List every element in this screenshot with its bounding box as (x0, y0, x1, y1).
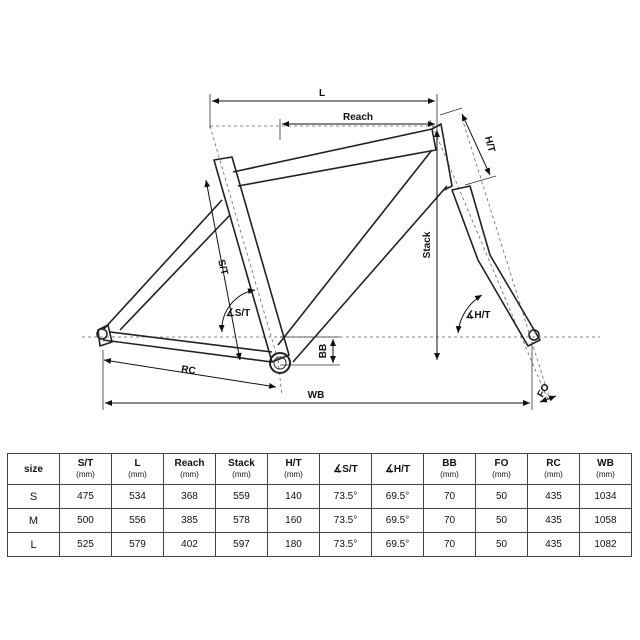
header-bb: BB(mm) (423, 453, 476, 485)
header-st: S/T(mm) (59, 453, 112, 485)
dimension-lines (103, 98, 557, 406)
fo-dimension (539, 395, 557, 403)
table-cell: 73.5° (319, 508, 372, 533)
st-angle-arc (218, 288, 256, 333)
label-st: S/T (215, 258, 230, 276)
seat-stay (102, 199, 231, 331)
table-cell: 525 (59, 532, 112, 557)
ht-dimension (461, 113, 491, 176)
chain-stay (102, 331, 273, 363)
extension-lines (102, 94, 533, 410)
table-row: M 500 556 385 578 160 73.5° 69.5° 70 50 … (7, 508, 632, 533)
header-size: size (7, 453, 60, 485)
head-tube (431, 123, 453, 191)
table-cell: 70 (423, 532, 476, 557)
table-cell: 402 (163, 532, 216, 557)
table-cell: 435 (527, 532, 580, 557)
header-fo: FO(mm) (475, 453, 528, 485)
table-cell: 160 (267, 508, 320, 533)
header-l: L(mm) (111, 453, 164, 485)
label-ht: H/T (482, 135, 497, 153)
fork (451, 185, 541, 347)
table-cell: 597 (215, 532, 268, 557)
header-ht-angle: ∡H/T (371, 453, 424, 485)
table-header-row: size S/T(mm) L(mm) Reach(mm) Stack(mm) H… (7, 453, 632, 485)
table-cell: 500 (59, 508, 112, 533)
table-cell: 73.5° (319, 484, 372, 509)
table-cell: L (7, 532, 60, 557)
table-cell: 69.5° (371, 484, 424, 509)
top-tube (232, 128, 437, 187)
frame-geometry-diagram: L Reach H/T S/T Stack ∡S/T ∡H/T BB RC WB… (82, 88, 600, 410)
table-cell: S (7, 484, 60, 509)
table-cell: 385 (163, 508, 216, 533)
header-rc: RC(mm) (527, 453, 580, 485)
label-wb: WB (308, 390, 325, 401)
table-cell: 50 (475, 484, 528, 509)
header-wb: WB(mm) (579, 453, 632, 485)
table-cell: 1058 (579, 508, 632, 533)
table-cell: 435 (527, 484, 580, 509)
rc-dimension (103, 358, 277, 389)
table-cell: 70 (423, 484, 476, 509)
bike-frame (97, 123, 541, 363)
table-cell: 69.5° (371, 508, 424, 533)
label-bb: BB (318, 344, 329, 358)
table-cell: 73.5° (319, 532, 372, 557)
table-cell: 368 (163, 484, 216, 509)
table-row: L 525 579 402 597 180 73.5° 69.5° 70 50 … (7, 532, 632, 557)
header-reach: Reach(mm) (163, 453, 216, 485)
table-cell: 579 (111, 532, 164, 557)
ht-angle-arc (455, 294, 483, 334)
rear-dropout (97, 324, 113, 347)
header-ht: H/T(mm) (267, 453, 320, 485)
table-cell: 435 (527, 508, 580, 533)
table-cell: 70 (423, 508, 476, 533)
label-rc: RC (180, 364, 196, 377)
table-row: S 475 534 368 559 140 73.5° 69.5° 70 50 … (7, 484, 632, 509)
table-cell: 69.5° (371, 532, 424, 557)
table-cell: 556 (111, 508, 164, 533)
bottom-bracket (269, 352, 291, 374)
construction-lines (82, 117, 600, 401)
table-cell: 50 (475, 508, 528, 533)
geometry-table: size S/T(mm) L(mm) Reach(mm) Stack(mm) H… (7, 453, 632, 557)
label-l: L (319, 88, 325, 99)
label-st-angle: ∡S/T (226, 308, 251, 319)
table-cell: 475 (59, 484, 112, 509)
table-cell: 1082 (579, 532, 632, 557)
header-stack: Stack(mm) (215, 453, 268, 485)
table-cell: 180 (267, 532, 320, 557)
label-fo: FO (536, 382, 553, 400)
table-cell: 559 (215, 484, 268, 509)
header-st-angle: ∡S/T (319, 453, 372, 485)
rear-axle (96, 328, 108, 340)
table-cell: 50 (475, 532, 528, 557)
label-reach: Reach (343, 112, 373, 123)
table-cell: 534 (111, 484, 164, 509)
table-cell: 140 (267, 484, 320, 509)
front-axle (528, 329, 540, 341)
label-ht-angle: ∡H/T (465, 310, 490, 321)
table-cell: 1034 (579, 484, 632, 509)
table-cell: M (7, 508, 60, 533)
down-tube (277, 149, 448, 363)
label-stack: Stack (422, 231, 433, 258)
table-cell: 578 (215, 508, 268, 533)
